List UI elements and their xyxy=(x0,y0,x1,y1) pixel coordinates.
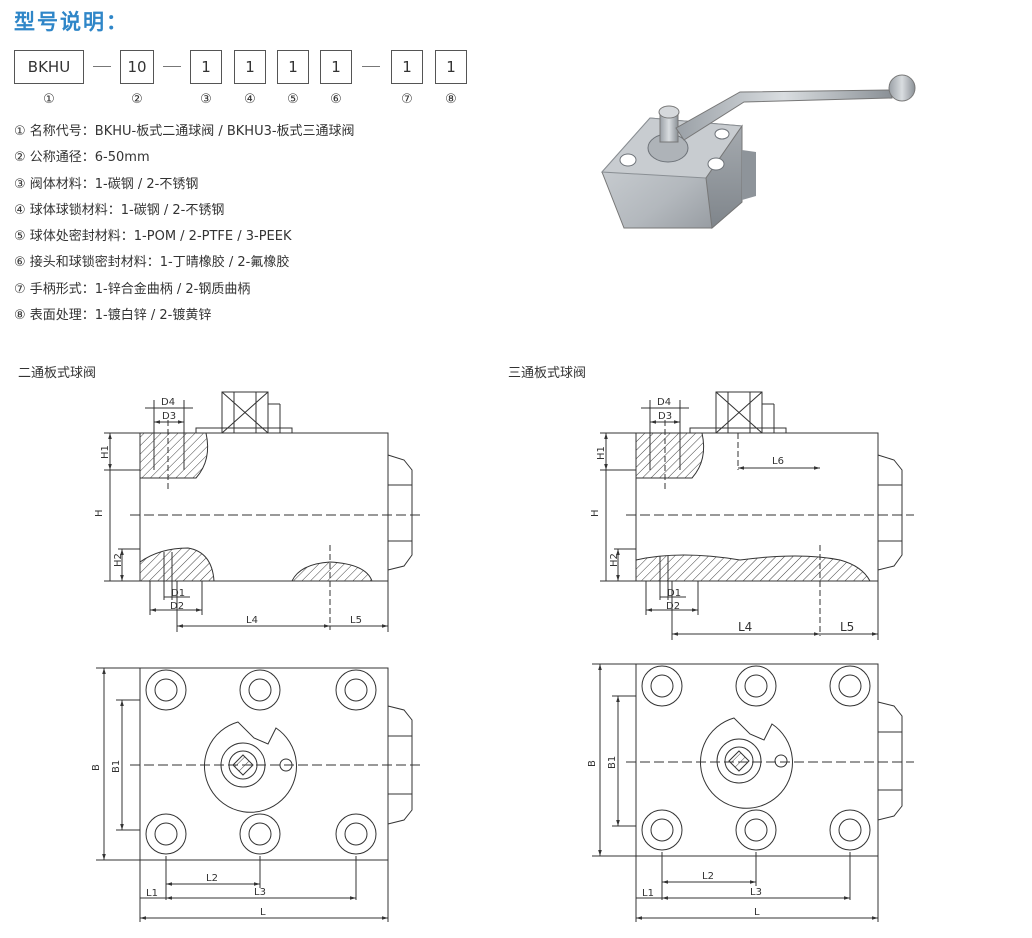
two-way-side-labels: D4 D3 H1 H H2 D1 D2 L4 L5 xyxy=(94,397,362,626)
spec-item-body-material: ③ 阀体材料：1-碳钢 / 2-不锈钢 xyxy=(14,176,199,192)
two-way-top-view xyxy=(96,667,424,922)
code-number: ⑥ xyxy=(330,92,342,107)
spec-item-joint-seal: ⑥ 接头和球锁密封材料：1-丁晴橡胶 / 2-氟橡胶 xyxy=(14,255,290,271)
code-box-diameter: 10 xyxy=(120,50,154,84)
dim-label-l2: L2 xyxy=(206,873,218,884)
three-way-side-view xyxy=(600,391,914,640)
two-way-top-labels: B B1 L1 L2 L3 L xyxy=(91,760,266,918)
dim-label-d4: D4 xyxy=(657,397,671,408)
dim-label-h1: H1 xyxy=(596,446,607,460)
three-way-top-view xyxy=(592,663,914,922)
dim-label-l: L xyxy=(260,907,266,918)
dim-label-l1: L1 xyxy=(642,888,654,899)
dim-label-d4: D4 xyxy=(161,397,175,408)
three-way-side-labels: D4 D3 H1 H H2 L6 D1 D2 L4 L5 xyxy=(590,397,854,634)
dim-label-h: H xyxy=(94,509,105,517)
dim-label-d2: D2 xyxy=(170,601,184,612)
dim-label-d2: D2 xyxy=(666,601,680,612)
dim-label-b: B xyxy=(91,764,102,771)
spec-item-handle: ⑦ 手柄形式：1-锌合金曲柄 / 2-钢质曲柄 xyxy=(14,281,251,297)
spec-item-name: ① 名称代号：BKHU-板式二通球阀 / BKHU3-板式三通球阀 xyxy=(14,124,355,139)
valve-illustration xyxy=(600,74,916,229)
two-way-side-view xyxy=(104,391,424,632)
section-label-three-way: 三通板式球阀 xyxy=(508,366,587,381)
spec-item-ball-material: ④ 球体球锁材料：1-碳钢 / 2-不锈钢 xyxy=(14,202,225,218)
dim-label-l: L xyxy=(754,907,760,918)
code-box-ball-seal: 1 xyxy=(277,50,309,84)
code-number: ③ xyxy=(200,92,212,107)
dim-label-d3: D3 xyxy=(162,411,176,422)
code-number: ⑦ xyxy=(401,92,413,107)
dim-label-b: B xyxy=(587,760,598,767)
dim-label-l5: L5 xyxy=(840,620,854,634)
code-box-body-material: 1 xyxy=(190,50,222,84)
code-dash xyxy=(362,66,380,67)
code-box-handle: 1 xyxy=(391,50,423,84)
dim-label-d3: D3 xyxy=(658,411,672,422)
page-title: 型号说明： xyxy=(14,9,129,34)
spec-item-diameter: ② 公称通径：6-50mm xyxy=(14,150,150,166)
spec-item-surface: ⑧ 表面处理：1-镀白锌 / 2-镀黄锌 xyxy=(14,308,212,324)
code-dash xyxy=(163,66,181,67)
dim-label-l3: L3 xyxy=(254,887,266,898)
code-number: ④ xyxy=(244,92,256,107)
dim-label-l6: L6 xyxy=(772,456,784,467)
code-box-joint-seal: 1 xyxy=(320,50,352,84)
dim-label-b1: B1 xyxy=(607,756,618,769)
code-dash xyxy=(93,66,111,67)
bolt-holes xyxy=(145,669,377,855)
dim-label-l1: L1 xyxy=(146,888,158,899)
spec-list: ① 名称代号：BKHU-板式二通球阀 / BKHU3-板式三通球阀 ② 公称通径… xyxy=(14,123,355,333)
code-number: ⑧ xyxy=(445,92,457,107)
dim-label-l5: L5 xyxy=(350,615,362,626)
code-number: ① xyxy=(43,92,55,107)
dim-label-h1: H1 xyxy=(100,445,111,459)
bolt-holes xyxy=(641,665,871,851)
dim-label-l4: L4 xyxy=(246,615,258,626)
code-box-ball-material: 1 xyxy=(234,50,266,84)
dim-label-b1: B1 xyxy=(111,760,122,773)
dim-label-h2: H2 xyxy=(113,553,124,567)
three-way-top-labels: B B1 L1 L2 L3 L xyxy=(587,756,762,918)
dim-label-h: H xyxy=(590,509,601,517)
dim-label-d1: D1 xyxy=(667,588,681,599)
section-label-two-way: 二通板式球阀 xyxy=(18,366,97,381)
code-box-name: BKHU xyxy=(14,50,84,84)
dim-label-d1: D1 xyxy=(171,588,185,599)
code-number: ② xyxy=(131,92,143,107)
dim-label-h2: H2 xyxy=(609,553,620,567)
dim-label-l2: L2 xyxy=(702,871,714,882)
spec-item-ball-seal: ⑤ 球体处密封材料：1-POM / 2-PTFE / 3-PEEK xyxy=(14,229,292,245)
dim-label-l3: L3 xyxy=(750,887,762,898)
code-number: ⑤ xyxy=(287,92,299,107)
dim-label-l4: L4 xyxy=(738,620,752,634)
code-box-surface: 1 xyxy=(435,50,467,84)
